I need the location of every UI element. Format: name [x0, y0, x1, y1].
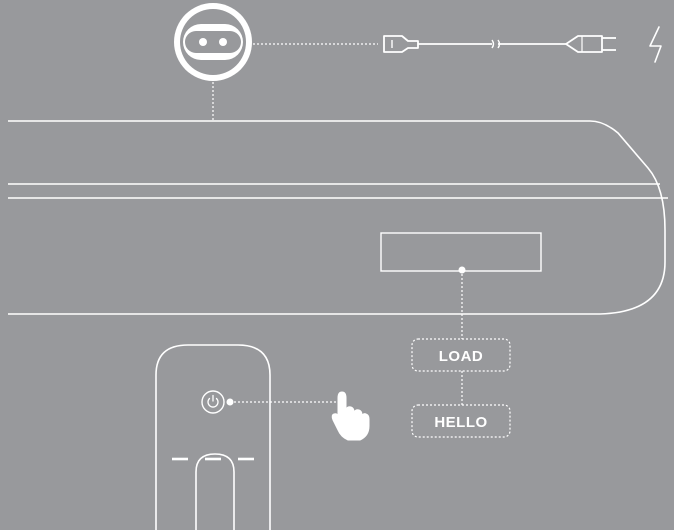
power-icon [201, 390, 225, 414]
load-label-text: LOAD [439, 348, 484, 365]
hello-label: HELLO [411, 404, 511, 438]
pointing-hand-icon [331, 391, 370, 441]
load-label: LOAD [411, 338, 511, 372]
power-pointer-dot [226, 398, 234, 406]
remote-control [155, 344, 271, 530]
hello-label-text: HELLO [434, 414, 487, 431]
display-pointer-dot [458, 266, 466, 274]
soundbar [8, 120, 668, 315]
lightning-icon [649, 26, 662, 63]
remote-arch-button [195, 453, 235, 530]
soundbar-display [380, 232, 542, 272]
power-plug-icon [383, 35, 616, 53]
power-socket-icon [174, 3, 252, 81]
